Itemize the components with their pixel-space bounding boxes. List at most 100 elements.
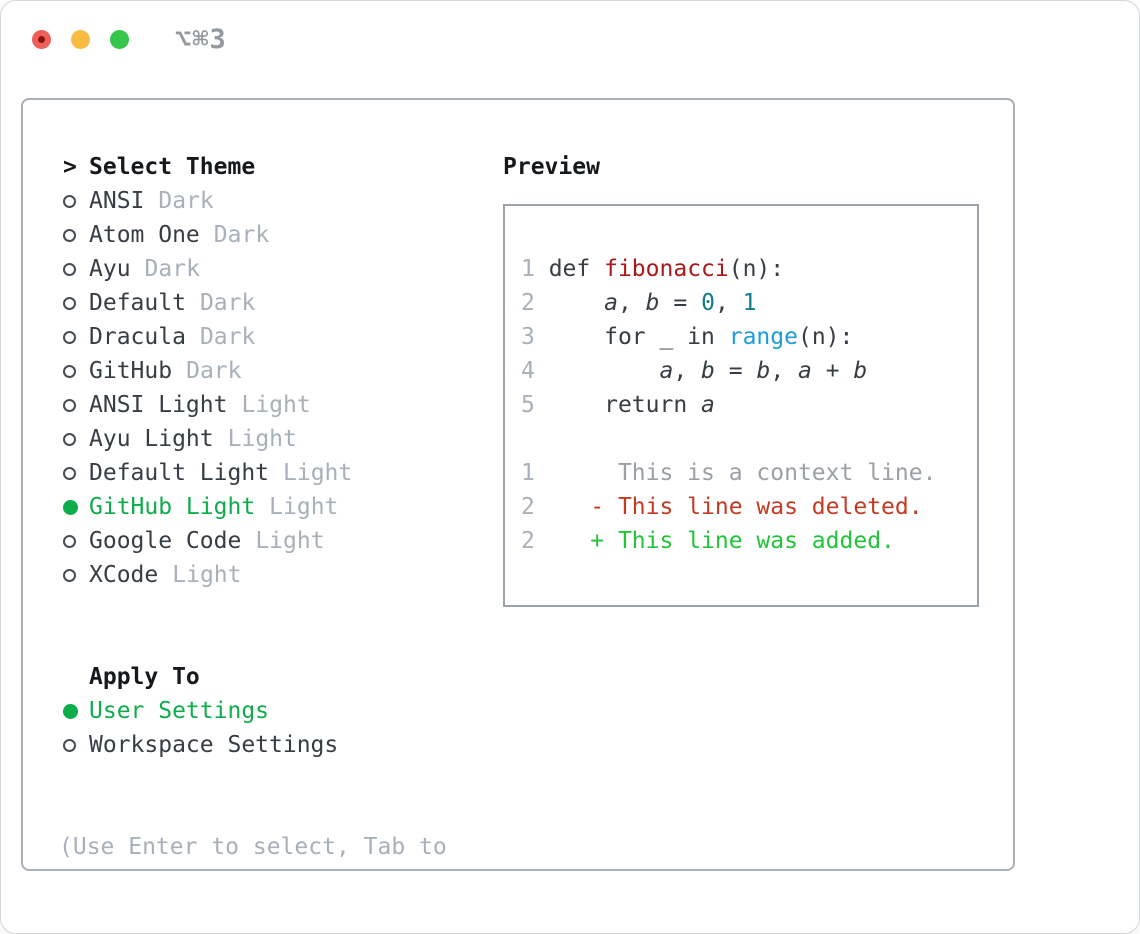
code-segment: + This line was added. bbox=[534, 528, 895, 554]
option-label: Atom One bbox=[89, 222, 200, 248]
line-number: 3 bbox=[521, 324, 535, 350]
minimize-button[interactable] bbox=[71, 29, 90, 49]
option-label: ANSI Light bbox=[89, 392, 228, 418]
radio-icon bbox=[63, 534, 76, 548]
code-segment: , bbox=[673, 358, 702, 384]
code-segment: a bbox=[701, 392, 715, 418]
option-label: Ayu bbox=[89, 256, 131, 282]
code-line: 2 + This line was added. bbox=[521, 524, 977, 558]
code-segment: b bbox=[645, 290, 660, 316]
line-number: 2 bbox=[521, 290, 535, 316]
option-variant-label: Light bbox=[283, 460, 353, 486]
apply-to-option[interactable]: Workspace Settings bbox=[63, 728, 503, 762]
keyboard-hint: (Use Enter to select, Tab to change focu… bbox=[59, 834, 447, 869]
theme-option[interactable]: ANSI Dark bbox=[63, 184, 503, 218]
code-segment: = bbox=[659, 290, 702, 316]
code-segment: a bbox=[798, 358, 812, 384]
radio-icon bbox=[63, 738, 76, 752]
radio-icon bbox=[63, 296, 76, 310]
theme-option[interactable]: Ayu Dark bbox=[63, 252, 503, 286]
zoom-button[interactable] bbox=[110, 29, 129, 49]
code-segment: , bbox=[617, 290, 646, 316]
radio-icon bbox=[63, 228, 76, 242]
radio-selected-icon bbox=[63, 499, 78, 515]
code-segment: def bbox=[534, 256, 605, 282]
option-label: Dracula bbox=[89, 324, 186, 350]
code-segment: b bbox=[701, 358, 715, 384]
code-segment: - This line was deleted. bbox=[534, 494, 923, 520]
code-line: 1 This is a context line. bbox=[521, 456, 977, 490]
radio-icon bbox=[63, 330, 76, 344]
radio-icon bbox=[63, 466, 76, 480]
code-segment: b bbox=[853, 358, 868, 384]
apply-to-option[interactable]: User Settings bbox=[63, 694, 503, 728]
option-variant-label: Light bbox=[269, 494, 339, 520]
radio-icon bbox=[63, 432, 76, 446]
theme-option[interactable]: Atom One Dark bbox=[63, 218, 503, 252]
preview-header: Preview bbox=[503, 154, 600, 180]
option-variant-label: Light bbox=[255, 528, 325, 554]
line-number: 1 bbox=[521, 256, 535, 282]
code-segment: 0 bbox=[701, 290, 715, 316]
apply-to-header-row: Apply To bbox=[63, 660, 503, 694]
code-segment: a bbox=[659, 358, 674, 384]
window-title: ⌥⌘3 bbox=[175, 23, 227, 55]
code-line: 5 return a bbox=[521, 388, 977, 422]
radio-icon bbox=[63, 364, 76, 378]
radio-icon bbox=[63, 262, 76, 276]
code-line: 1 def fibonacci(n): bbox=[521, 252, 977, 286]
code-line: 4 a, b = b, a + b bbox=[521, 354, 977, 388]
option-label: XCode bbox=[89, 562, 159, 588]
code-line: 2 a, b = 0, 1 bbox=[521, 286, 977, 320]
radio-icon bbox=[63, 568, 76, 582]
code-line: 2 - This line was deleted. bbox=[521, 490, 977, 524]
code-segment: (n): bbox=[728, 256, 785, 282]
cursor-prefix: > bbox=[63, 154, 77, 180]
spacer bbox=[63, 762, 503, 830]
line-number: 2 bbox=[521, 494, 535, 520]
code-segment: , bbox=[770, 358, 799, 384]
code-segment: b bbox=[756, 358, 771, 384]
code-segment: for _ in bbox=[534, 324, 729, 350]
theme-option[interactable]: Default Dark bbox=[63, 286, 503, 320]
close-button[interactable] bbox=[32, 29, 51, 49]
code-segment: This is a context line. bbox=[534, 460, 937, 486]
select-theme-header-row: > Select Theme bbox=[63, 150, 503, 184]
code-segment: range bbox=[728, 324, 798, 350]
radio-icon bbox=[63, 194, 76, 208]
option-variant-label: Dark bbox=[213, 222, 270, 248]
option-label: User Settings bbox=[89, 698, 270, 724]
code-segment: + bbox=[811, 358, 854, 384]
titlebar: ⌥⌘3 bbox=[1, 1, 1139, 77]
line-number: 4 bbox=[521, 358, 535, 384]
option-variant-label: Dark bbox=[158, 188, 214, 214]
option-label: ANSI bbox=[89, 188, 145, 214]
option-label: Workspace Settings bbox=[89, 732, 339, 758]
code-segment bbox=[535, 290, 604, 316]
option-variant-label: Dark bbox=[199, 290, 256, 316]
radio-icon bbox=[63, 398, 76, 412]
apply-to-header: Apply To bbox=[89, 664, 200, 690]
code-segment: (n): bbox=[797, 324, 854, 350]
option-variant-label: Dark bbox=[144, 256, 200, 282]
option-label: Default bbox=[89, 290, 186, 316]
preview-column: Preview 1 def fibonacci(n):2 a, b = 0, 1… bbox=[503, 100, 1013, 869]
code-segment bbox=[535, 358, 660, 384]
option-variant-label: Light bbox=[227, 426, 297, 452]
code-segment: = bbox=[714, 358, 757, 384]
radio-selected-icon bbox=[63, 703, 78, 719]
